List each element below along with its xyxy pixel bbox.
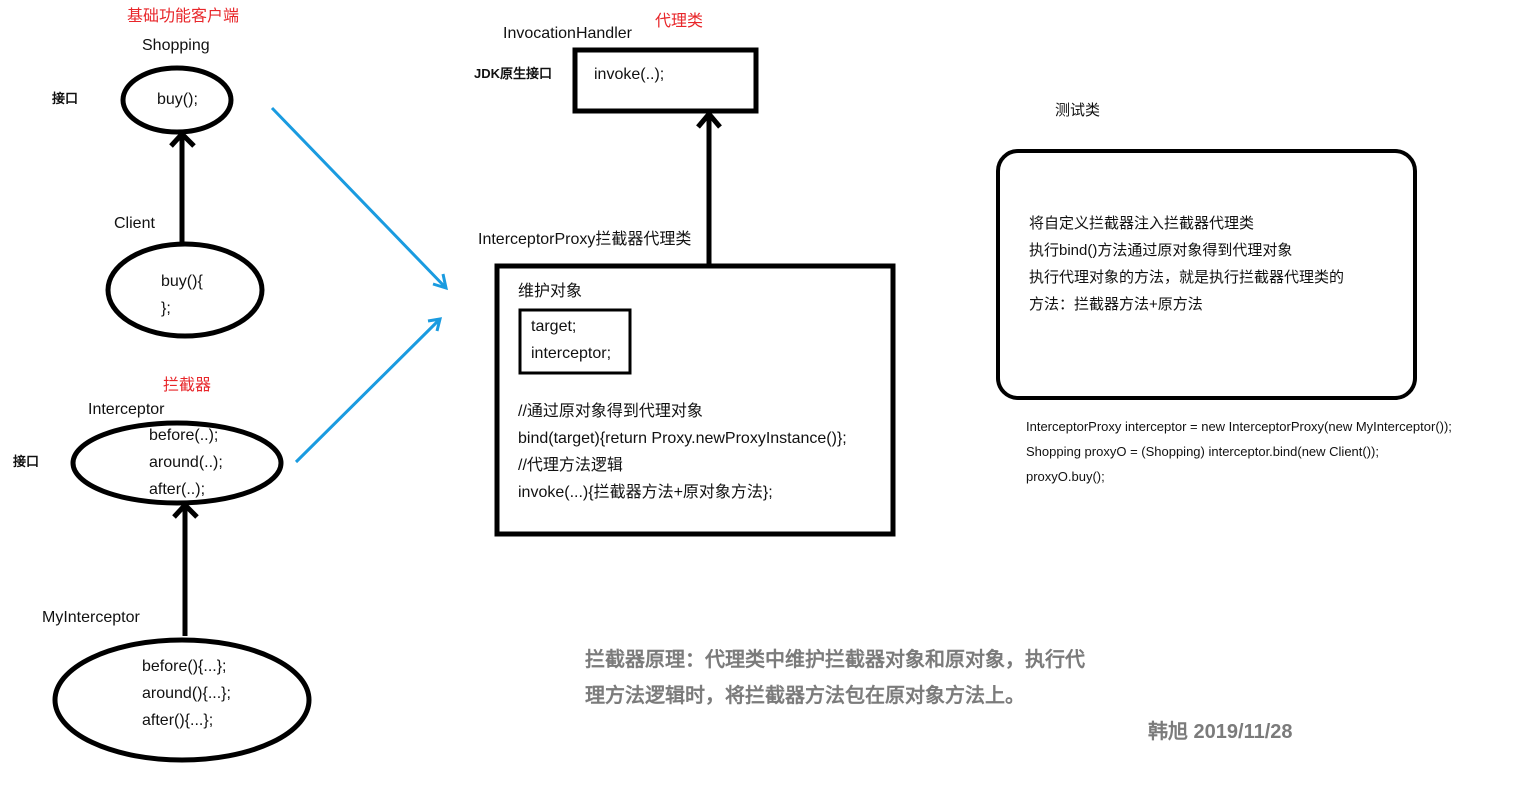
fields-box xyxy=(518,308,632,375)
interceptor-method: before(..); xyxy=(149,427,219,444)
test-code-line: InterceptorProxy interceptor = new Inter… xyxy=(1026,419,1452,434)
myinterceptor-to-interceptor-arrow xyxy=(172,501,199,636)
interceptor-interface-node xyxy=(70,420,284,506)
invocation-handler-box xyxy=(572,47,759,114)
proxy-to-handler-arrow xyxy=(696,110,722,265)
shopping-interface-name: Shopping xyxy=(142,37,210,54)
client-node xyxy=(105,241,265,339)
client-body-line: }; xyxy=(161,300,171,317)
field-item: target; xyxy=(531,318,577,335)
test-class-description: 方法：拦截器方法+原方法 xyxy=(1029,296,1203,313)
test-class-box xyxy=(996,149,1417,400)
interceptor-proxy-box xyxy=(494,263,896,537)
interceptor-group-title: 拦截器 xyxy=(163,377,212,394)
interceptor-interface-name: Interceptor xyxy=(88,401,165,418)
my-interceptor-name: MyInterceptor xyxy=(42,609,140,626)
fields-label: 维护对象 xyxy=(518,283,583,300)
test-code-line: Shopping proxyO = (Shopping) interceptor… xyxy=(1026,444,1379,459)
interceptor-proxy-name: InterceptorProxy拦截器代理类 xyxy=(478,231,692,248)
my-interceptor-method: before(){...}; xyxy=(142,658,227,675)
summary-line: 拦截器原理：代理类中维护拦截器对象和原对象，执行代 xyxy=(585,649,1085,671)
interceptor-interface-label: 接口 xyxy=(13,454,40,469)
test-class-description: 将自定义拦截器注入拦截器代理类 xyxy=(1029,215,1255,232)
shopping-interface-node xyxy=(120,65,234,135)
proxy-code-line: bind(target){return Proxy.newProxyInstan… xyxy=(518,430,847,447)
signature: 韩旭 2019/11/28 xyxy=(1148,721,1293,743)
invocation-handler-label: JDK原生接口 xyxy=(474,66,553,81)
client-body-line: buy(){ xyxy=(161,273,203,290)
shopping-interface-label: 接口 xyxy=(52,91,79,106)
interceptor-method: after(..); xyxy=(149,481,206,498)
field-item: interceptor; xyxy=(531,345,612,362)
test-class-description: 执行bind()方法通过原对象得到代理对象 xyxy=(1029,242,1293,259)
client-group-title: 基础功能客户端 xyxy=(127,8,240,25)
shopping-method: buy(); xyxy=(157,91,198,108)
test-code-line: proxyO.buy(); xyxy=(1026,469,1105,484)
proxy-code-line: invoke(...){拦截器方法+原对象方法}; xyxy=(518,484,773,501)
my-interceptor-node xyxy=(52,637,312,763)
invocation-handler-title: 代理类 xyxy=(655,13,704,30)
my-interceptor-method: after(){...}; xyxy=(142,712,214,729)
test-class-title: 测试类 xyxy=(1055,102,1101,119)
my-interceptor-method: around(){...}; xyxy=(142,685,231,702)
proxy-code-line: //代理方法逻辑 xyxy=(518,457,623,474)
invocation-handler-name: InvocationHandler xyxy=(503,25,632,42)
client-to-shopping-arrow xyxy=(169,130,196,242)
invocation-handler-method: invoke(..); xyxy=(594,66,665,83)
interceptor-method: around(..); xyxy=(149,454,223,471)
interceptor-to-proxy-arrow xyxy=(294,317,443,464)
proxy-code-line: //通过原对象得到代理对象 xyxy=(518,403,703,420)
summary-line: 理方法逻辑时，将拦截器方法包在原对象方法上。 xyxy=(585,685,1025,707)
shopping-to-proxy-arrow xyxy=(270,106,449,291)
client-name: Client xyxy=(114,215,155,232)
test-class-description: 执行代理对象的方法，就是执行拦截器代理类的 xyxy=(1029,269,1345,286)
